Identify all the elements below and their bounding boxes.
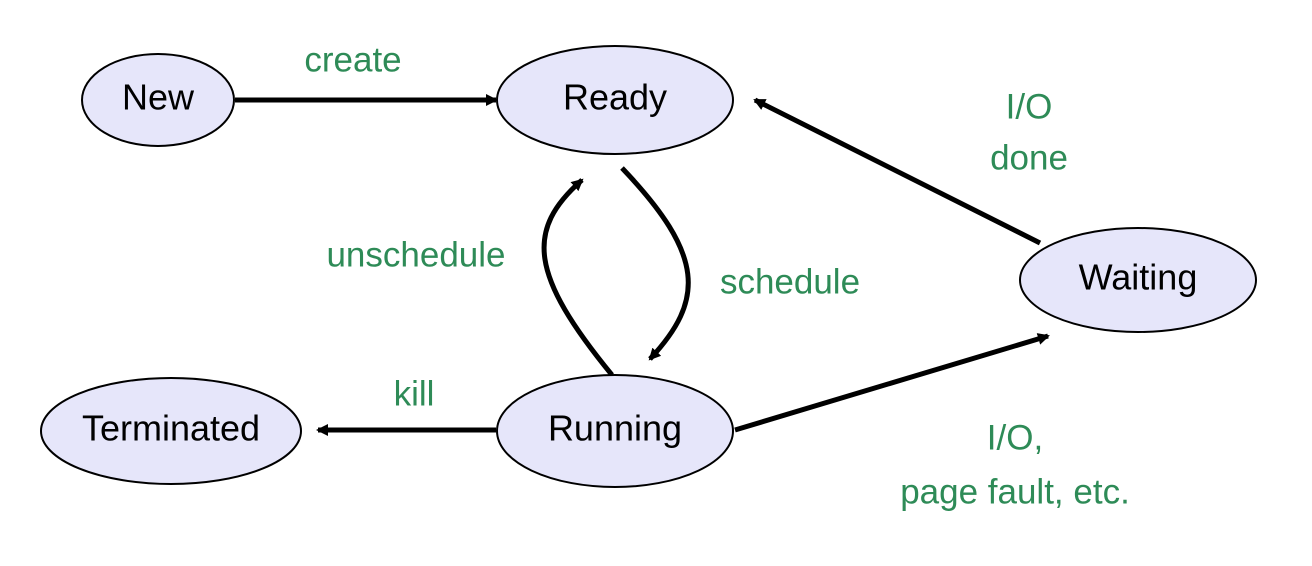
kill-label: kill xyxy=(394,374,435,413)
io-page-fault-label-line1: I/O, xyxy=(987,418,1043,457)
state-ready-ellipse xyxy=(496,45,734,155)
state-terminated-label: Terminated xyxy=(82,408,260,449)
state-new-ellipse xyxy=(81,53,235,147)
state-running-label: Running xyxy=(548,408,682,449)
state-terminated-ellipse xyxy=(40,377,302,485)
io-done-label-line1: I/O xyxy=(1006,87,1053,126)
state-terminated: Terminated xyxy=(40,377,302,485)
state-waiting: Waiting xyxy=(1019,227,1257,333)
io-done-arrow xyxy=(753,97,1042,246)
unschedule-label: unschedule xyxy=(326,235,505,274)
state-new-label: New xyxy=(122,77,195,118)
create-label: create xyxy=(304,40,401,79)
state-new: New xyxy=(81,53,235,147)
io-page-fault-label-line2: page fault, etc. xyxy=(900,472,1130,511)
io-page-fault-arrow xyxy=(734,333,1050,433)
io-done-label-line2: done xyxy=(990,138,1068,177)
state-ready: Ready xyxy=(496,45,734,155)
unschedule-arrow xyxy=(541,178,614,377)
schedule-label: schedule xyxy=(720,262,860,301)
state-running: Running xyxy=(496,374,734,488)
schedule-arrow xyxy=(620,166,691,361)
state-running-ellipse xyxy=(496,374,734,488)
state-ready-label: Ready xyxy=(563,77,667,118)
state-waiting-label: Waiting xyxy=(1079,257,1198,298)
state-waiting-ellipse xyxy=(1019,227,1257,333)
